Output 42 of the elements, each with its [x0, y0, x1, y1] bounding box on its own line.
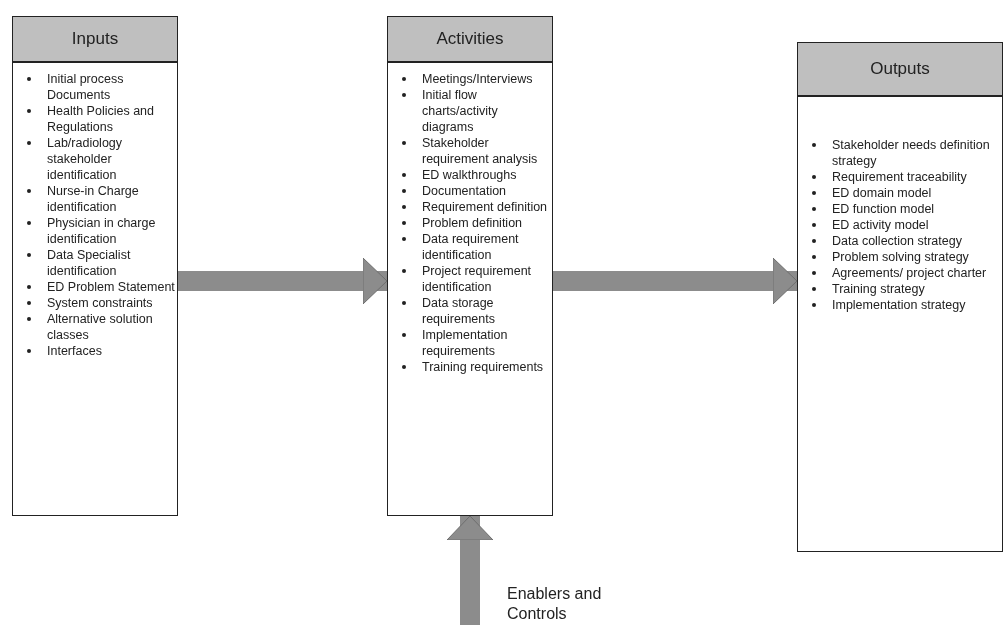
list-item: Data collection strategy — [832, 233, 963, 249]
list-item: ED function model — [832, 201, 936, 217]
list-item: System constraints — [47, 295, 154, 311]
list-item: Stakeholder requirement analysis — [422, 135, 539, 167]
edge-label: Enablers and Controls — [507, 584, 603, 624]
header-box — [12, 16, 178, 62]
list-item: Alternative solution classes — [47, 311, 154, 343]
list-item: Requirement traceability — [832, 169, 968, 185]
list-item: Physician in charge identification — [47, 215, 157, 247]
list-item: Data requirement identification — [422, 231, 520, 263]
header-text: Activities — [436, 29, 504, 49]
list-box — [797, 96, 1003, 552]
list-item: Health Policies and Regulations — [47, 103, 155, 135]
list-item: Data Specialist identification — [47, 247, 132, 279]
list-item: Problem solving strategy — [832, 249, 970, 265]
list-item: Training strategy — [832, 281, 926, 297]
list-item: Initial process Documents — [47, 71, 125, 103]
header-box — [797, 42, 1003, 96]
list-item: ED domain model — [832, 185, 933, 201]
list-item: Agreements/ project charter — [832, 265, 988, 281]
list-item: Nurse-in Charge identification — [47, 183, 140, 215]
list-item: Meetings/Interviews — [422, 71, 534, 87]
list-item: Implementation requirements — [422, 327, 509, 359]
list-box — [387, 62, 553, 516]
list-item: Project requirement identification — [422, 263, 533, 295]
list-item: Training requirements — [422, 359, 545, 375]
list-box — [12, 62, 178, 516]
header-text: Inputs — [71, 29, 119, 49]
list-item: Problem definition — [422, 215, 524, 231]
list-item: Initial flow charts/activity diagrams — [422, 87, 499, 135]
list-item: Implementation strategy — [832, 297, 967, 313]
list-item: Data storage requirements — [422, 295, 496, 327]
list-item: Lab/radiology stakeholder identification — [47, 135, 124, 183]
list-item: ED walkthroughs — [422, 167, 518, 183]
list-item: Documentation — [422, 183, 508, 199]
list-item: Interfaces — [47, 343, 103, 359]
header-box — [387, 16, 553, 62]
list-item: Stakeholder needs definition strategy — [832, 137, 991, 169]
list-item: ED Problem Statement — [47, 279, 175, 295]
header-text: Outputs — [870, 59, 930, 79]
list-item: ED activity model — [832, 217, 930, 233]
list-item: Requirement definition — [422, 199, 549, 215]
